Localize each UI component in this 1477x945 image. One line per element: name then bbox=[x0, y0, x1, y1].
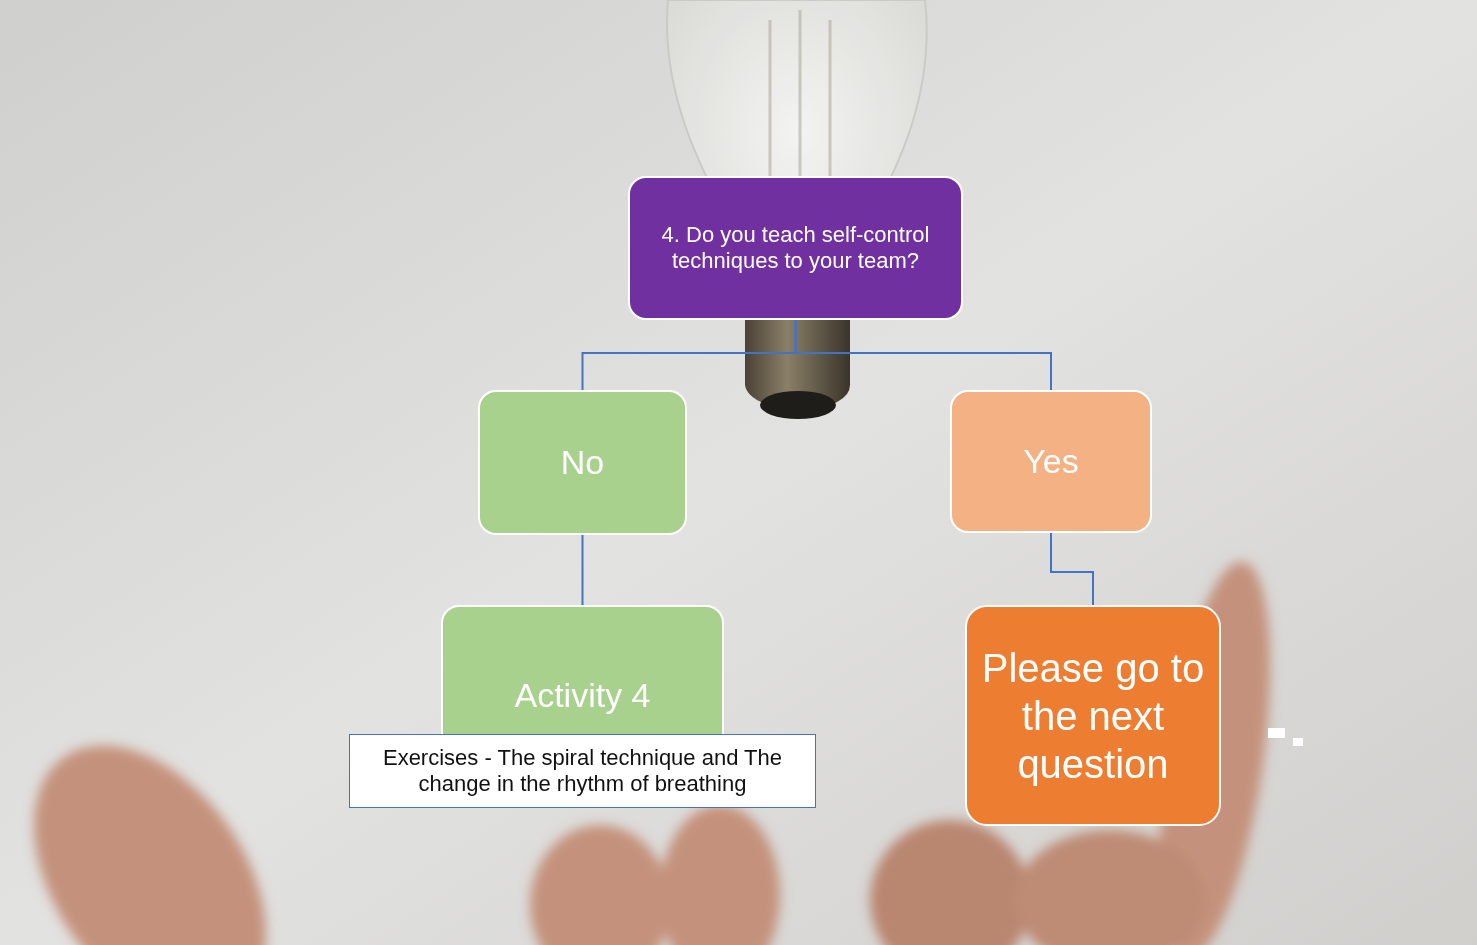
connector-line bbox=[1051, 533, 1093, 605]
hand bbox=[0, 555, 1290, 945]
answer-box: No bbox=[478, 390, 687, 535]
decor-square bbox=[1268, 728, 1285, 738]
question-box: 4. Do you teach self-control techniques … bbox=[628, 176, 963, 320]
node-text: Yes bbox=[1023, 441, 1078, 482]
node-text: No bbox=[561, 442, 604, 483]
node-text: Activity 4 bbox=[514, 675, 650, 716]
node-text: Exercises - The spiral technique and The… bbox=[356, 745, 809, 798]
node-text: 4. Do you teach self-control techniques … bbox=[642, 222, 949, 275]
decor-square bbox=[1293, 738, 1303, 746]
node-text: Please go to the next question bbox=[977, 644, 1209, 788]
connector-line bbox=[796, 320, 1052, 390]
connector-line bbox=[582, 535, 584, 605]
exercise-textbox: Exercises - The spiral technique and The… bbox=[349, 734, 816, 808]
connector-line bbox=[583, 320, 796, 390]
next-step-box: Please go to the next question bbox=[965, 605, 1221, 826]
answer-box: Yes bbox=[950, 390, 1152, 533]
